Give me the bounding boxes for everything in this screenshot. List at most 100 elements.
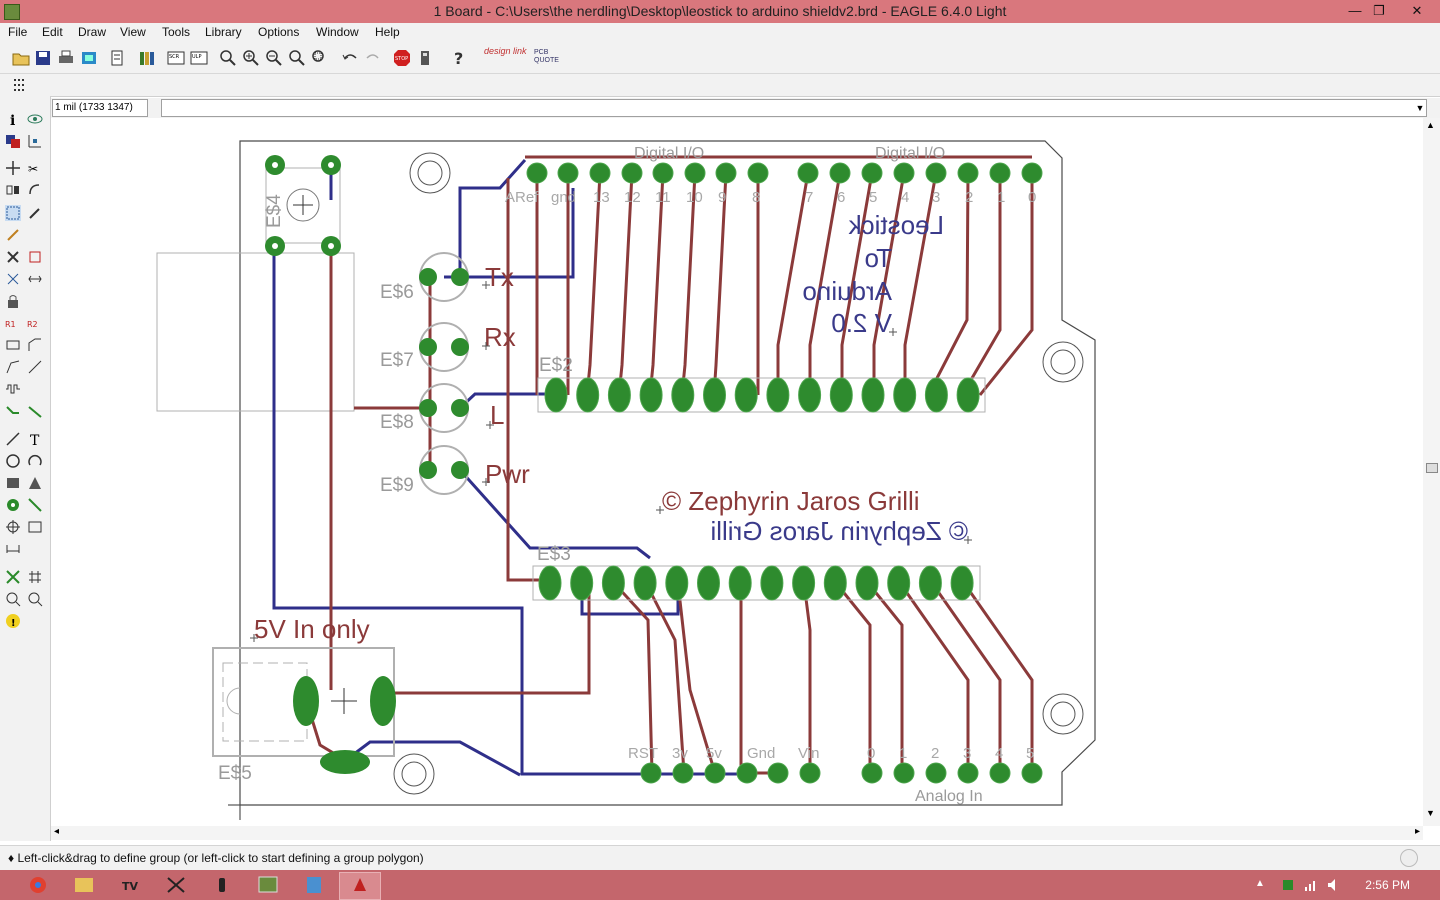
- redo-icon[interactable]: [364, 49, 382, 67]
- scroll-thumb[interactable]: [1426, 463, 1438, 473]
- replace-icon[interactable]: [27, 271, 43, 287]
- ripup-icon[interactable]: [27, 403, 43, 419]
- minimize-button[interactable]: —: [1348, 3, 1362, 18]
- maximize-button[interactable]: ❐: [1373, 3, 1385, 18]
- header-pad[interactable]: [957, 162, 979, 184]
- library-icon[interactable]: [138, 49, 156, 67]
- scroll-left-icon[interactable]: ◂: [54, 826, 60, 837]
- tools-icon[interactable]: [156, 872, 196, 898]
- info-icon[interactable]: i: [5, 111, 21, 127]
- e2-pad[interactable]: [576, 377, 600, 413]
- pcb-quote-button[interactable]: PCB QUOTE: [534, 49, 559, 64]
- e2-pad[interactable]: [671, 377, 695, 413]
- horizontal-scrollbar[interactable]: ◂ ▸: [51, 826, 1423, 840]
- change-icon[interactable]: [27, 205, 43, 221]
- e3-pad[interactable]: [538, 565, 562, 601]
- header-pad[interactable]: [861, 162, 883, 184]
- bottom-pad[interactable]: [640, 762, 662, 784]
- errors-icon[interactable]: !: [5, 613, 21, 629]
- meander-icon[interactable]: [5, 381, 21, 397]
- menu-help[interactable]: Help: [375, 25, 400, 39]
- e3-pad[interactable]: [823, 565, 847, 601]
- e3-pad[interactable]: [665, 565, 689, 601]
- zoom-fit-icon[interactable]: [219, 49, 237, 67]
- open-icon[interactable]: [12, 49, 30, 67]
- script-icon[interactable]: [108, 49, 126, 67]
- bottom-pad[interactable]: [799, 762, 821, 784]
- save-icon[interactable]: [34, 49, 52, 67]
- bottom-pad[interactable]: [736, 762, 758, 784]
- mark-icon[interactable]: [27, 133, 43, 149]
- pinswap-icon[interactable]: [5, 271, 21, 287]
- zoom-redraw-icon[interactable]: [288, 49, 306, 67]
- zoom-out-icon[interactable]: [265, 49, 283, 67]
- go-icon[interactable]: [416, 49, 434, 67]
- text-icon[interactable]: T: [27, 431, 43, 447]
- menu-draw[interactable]: Draw: [78, 25, 107, 39]
- tray-chevron-up-icon[interactable]: ▲: [1255, 878, 1265, 889]
- header-pad[interactable]: [589, 162, 611, 184]
- tray-volume-icon[interactable]: [1326, 877, 1342, 893]
- scroll-up-icon[interactable]: ▲: [1426, 120, 1435, 130]
- header-pad[interactable]: [797, 162, 819, 184]
- cam-icon[interactable]: [80, 49, 98, 67]
- e3-pad[interactable]: [887, 565, 911, 601]
- tray-network-icon[interactable]: [1303, 877, 1319, 893]
- smash-icon[interactable]: [5, 337, 21, 353]
- chevron-down-icon[interactable]: ▼: [1415, 103, 1425, 113]
- move-icon[interactable]: [5, 160, 21, 176]
- bottom-pad[interactable]: [704, 762, 726, 784]
- miter-icon[interactable]: [27, 337, 43, 353]
- dimension-icon[interactable]: [5, 541, 21, 557]
- e2-pad[interactable]: [703, 377, 726, 413]
- e2-pad[interactable]: [766, 377, 790, 413]
- design-link-button[interactable]: design link: [484, 46, 527, 56]
- group-icon[interactable]: [5, 205, 21, 221]
- e3-pad[interactable]: [697, 565, 720, 601]
- menu-file[interactable]: File: [8, 25, 28, 39]
- e2-pad[interactable]: [544, 377, 568, 413]
- e2-pad[interactable]: [734, 377, 758, 413]
- bottom-pad[interactable]: [672, 762, 694, 784]
- e2-pad[interactable]: [798, 377, 822, 413]
- print-icon[interactable]: [57, 49, 75, 67]
- grid-icon[interactable]: [12, 76, 30, 94]
- e3-pad[interactable]: [760, 565, 784, 601]
- paste-icon[interactable]: [5, 227, 21, 243]
- value-icon[interactable]: R2: [27, 315, 43, 331]
- header-pad[interactable]: [893, 162, 915, 184]
- zoom-select-icon[interactable]: [311, 49, 329, 67]
- undo-icon[interactable]: [341, 49, 359, 67]
- e3-pad[interactable]: [728, 565, 752, 601]
- attribute-icon[interactable]: [27, 519, 43, 535]
- name-icon[interactable]: R1: [5, 315, 21, 331]
- bottom-pad[interactable]: [957, 762, 979, 784]
- auto-icon[interactable]: [27, 569, 43, 585]
- e3-pad[interactable]: [570, 565, 594, 601]
- e2-pad[interactable]: [607, 377, 631, 413]
- header-pad[interactable]: [1021, 162, 1043, 184]
- header-pad[interactable]: [557, 162, 579, 184]
- stop-icon[interactable]: STOP: [393, 49, 411, 67]
- chrome-icon[interactable]: [18, 872, 58, 898]
- close-button[interactable]: ✕: [1411, 3, 1423, 18]
- e3-pad[interactable]: [633, 565, 657, 601]
- tray-security-icon[interactable]: [1280, 877, 1296, 893]
- show-icon[interactable]: [27, 111, 43, 127]
- menu-options[interactable]: Options: [258, 25, 300, 39]
- app-tv-icon[interactable]: TV: [110, 872, 150, 898]
- mirror-icon[interactable]: [5, 182, 21, 198]
- arduino-icon[interactable]: [202, 872, 242, 898]
- scroll-right-icon[interactable]: ▸: [1414, 826, 1420, 837]
- menu-library[interactable]: Library: [205, 25, 242, 39]
- e2-pad[interactable]: [861, 377, 885, 413]
- e2-pad[interactable]: [893, 377, 917, 413]
- delete-icon[interactable]: [5, 249, 21, 265]
- bottom-pad[interactable]: [925, 762, 947, 784]
- e3-pad[interactable]: [950, 565, 974, 601]
- menu-window[interactable]: Window: [316, 25, 359, 39]
- e2-pad[interactable]: [829, 377, 853, 413]
- header-pad[interactable]: [621, 162, 643, 184]
- scroll-down-icon[interactable]: ▼: [1426, 808, 1435, 818]
